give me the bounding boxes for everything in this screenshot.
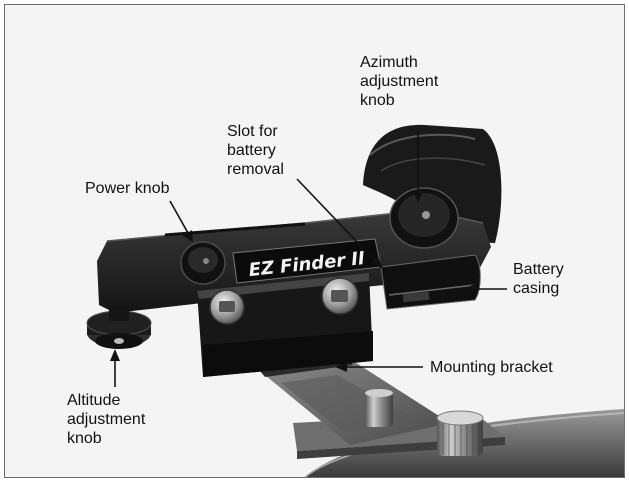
power-arrow-line — [169, 200, 189, 234]
battery-arrowhead — [463, 284, 475, 294]
clamp-screw-left — [209, 289, 245, 325]
base-thumb-screw — [436, 410, 484, 456]
sight-window — [363, 124, 502, 243]
battery-casing — [380, 254, 481, 310]
label-altitude-adjustment-knob: Altitude adjustment knob — [67, 392, 146, 447]
callout-arrowheads — [110, 191, 475, 372]
altitude-arrowhead — [110, 349, 120, 361]
slot-arrowhead — [371, 256, 383, 269]
label-power-knob: Power knob — [85, 180, 170, 197]
brand-plate: EZ Finder II — [232, 238, 382, 284]
altitude-knob — [86, 305, 152, 349]
azimuth-knob — [389, 187, 459, 249]
power-knob — [180, 241, 226, 285]
label-battery-casing: Battery casing — [513, 261, 564, 297]
power-arrowhead — [183, 230, 193, 242]
ez-finder-photo: EZ Finder II — [86, 124, 624, 477]
callout-lines — [114, 131, 507, 387]
mounting-arrowhead — [335, 362, 347, 372]
slot-arrow-line — [296, 178, 378, 264]
figure-frame: EZ Finder II — [4, 4, 625, 478]
rail-thumb-screw — [365, 389, 393, 427]
label-azimuth-adjustment-knob: Azimuth adjustment knob — [360, 54, 439, 109]
label-mounting-bracket: Mounting bracket — [430, 359, 553, 376]
label-slot-for-battery-removal: Slot for battery removal — [227, 123, 284, 178]
azimuth-arrowhead — [413, 191, 423, 203]
clamp-screw-right — [321, 277, 359, 315]
